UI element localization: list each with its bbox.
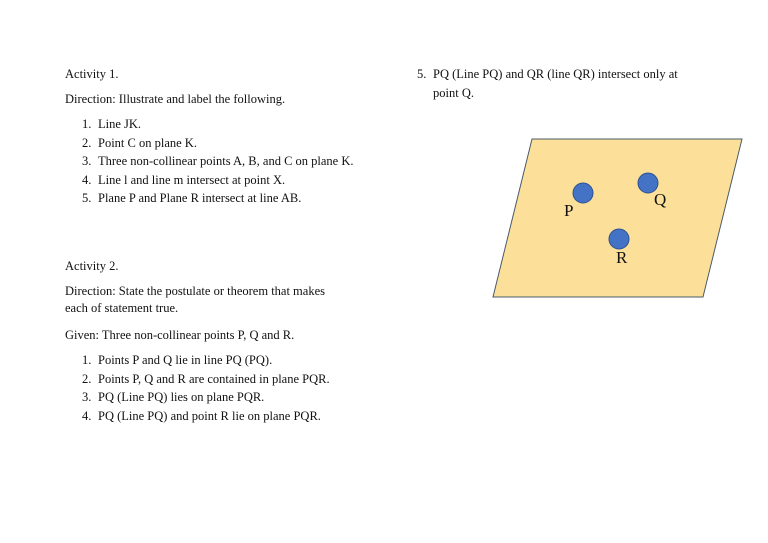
point-q-label: Q	[654, 190, 666, 209]
list-item: 4.Line l and line m intersect at point X…	[82, 172, 286, 187]
list-item: 3.PQ (Line PQ) lies on plane PQR.	[82, 390, 265, 404]
point-q-dot	[637, 172, 659, 194]
point-p-dot	[572, 182, 594, 204]
activity2-item-5: 5.PQ (Line PQ) and QR (line QR) intersec…	[417, 67, 678, 100]
activity2-given: Given: Three non-collinear points P, Q a…	[65, 328, 295, 342]
point-r-label: R	[616, 248, 628, 267]
list-item: 2.Points P, Q and R are contained in pla…	[82, 371, 330, 386]
list-item: 4.PQ (Line PQ) and point R lie on plane …	[82, 408, 321, 423]
activity2-list: 1.Points P and Q lie in line PQ (PQ). 2.…	[82, 352, 372, 426]
list-item: 1.Points P and Q lie in line PQ (PQ).	[82, 353, 273, 367]
activity1-title: Activity 1.	[65, 67, 119, 81]
list-item: 5.Plane P and Plane R intersect at line …	[82, 191, 302, 205]
point-r-dot	[608, 228, 630, 250]
list-item: 1.Line JK.	[82, 117, 142, 131]
list-item: 3.Three non-collinear points A, B, and C…	[82, 154, 354, 168]
plane-pqr-diagram: P Q R	[492, 138, 743, 298]
activity2-direction: Direction: State the postulate or theore…	[65, 284, 325, 315]
list-item: 2.Point C on plane K.	[82, 135, 197, 150]
activity2-title: Activity 2.	[65, 259, 119, 273]
activity1-list: 1.Line JK. 2.Point C on plane K. 3.Three…	[82, 116, 372, 209]
plane-shape	[492, 138, 743, 298]
point-p-label: P	[564, 201, 573, 220]
activity1-direction: Direction: Illustrate and label the foll…	[65, 92, 286, 106]
